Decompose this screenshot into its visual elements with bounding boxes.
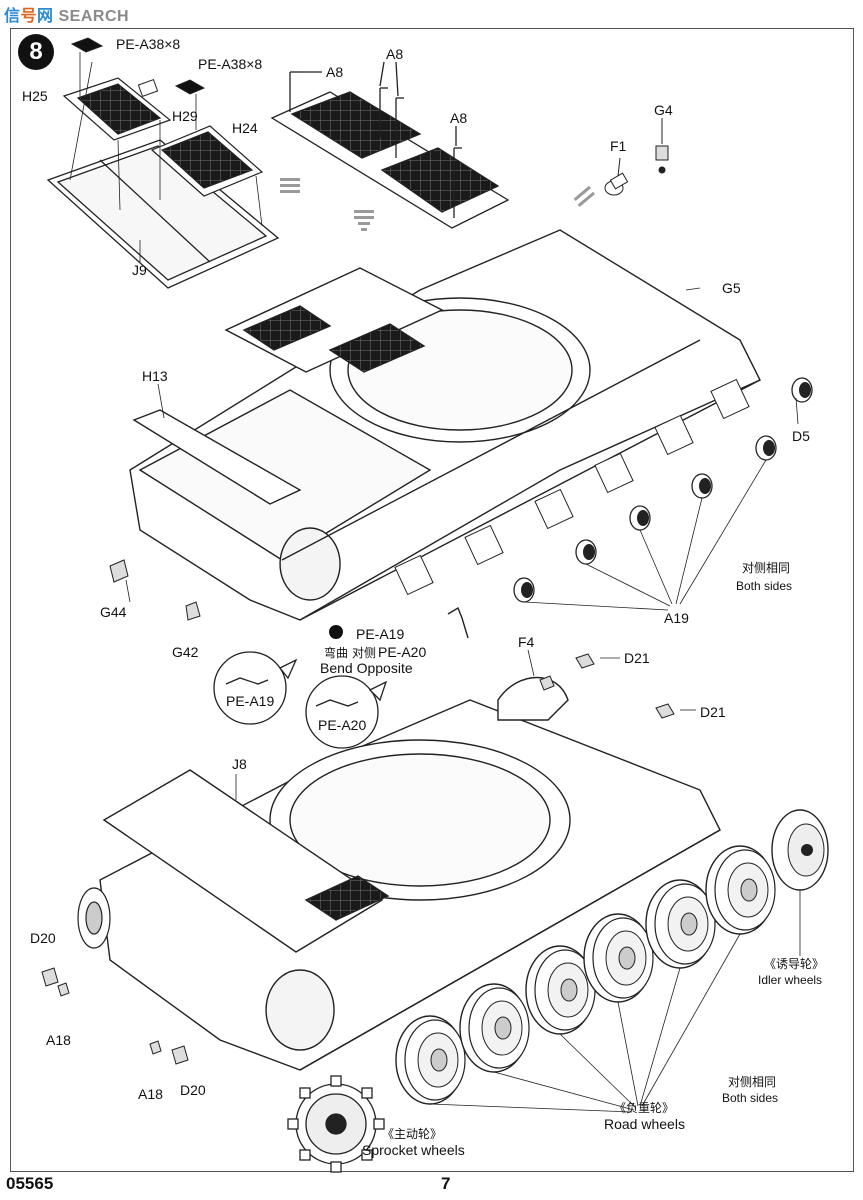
label-idler: Idler wheels [758, 973, 823, 987]
label-j8: J8 [232, 756, 247, 772]
label-h25: H25 [22, 88, 48, 104]
label-h29: H29 [172, 108, 198, 124]
label-f4: F4 [518, 634, 535, 650]
label-g4: G4 [654, 102, 673, 118]
label-a8-3: A8 [450, 110, 468, 126]
lower-hull [99, 676, 721, 1071]
label-bend-cn: 弯曲 [324, 646, 349, 660]
label-pe-a20: PE-A20 [378, 644, 427, 660]
label-h24: H24 [232, 120, 258, 136]
label-j9: J9 [132, 262, 147, 278]
part-d21-1 [575, 653, 595, 669]
upper-suspension [394, 377, 813, 603]
label-d5: D5 [792, 428, 810, 444]
label-bend-opposite: Bend Opposite [320, 660, 413, 676]
label-both-sides-cn-1: 对侧相同 [742, 561, 791, 575]
label-g44: G44 [100, 604, 127, 620]
label-both-sides-2: Both sides [722, 1091, 779, 1105]
label-a18-bottom: A18 [138, 1086, 163, 1102]
engine-deck-j9 [46, 139, 280, 289]
label-g42: G42 [172, 644, 199, 660]
label-sprocket: Sprocket wheels [362, 1142, 465, 1158]
label-d20-bottom: D20 [180, 1082, 206, 1098]
part-d20-bottom [171, 1045, 189, 1065]
part-a18-bottom [149, 1040, 162, 1055]
label-opposite-cn: 对侧 [352, 646, 377, 660]
part-f4 [539, 675, 555, 691]
label-f1: F1 [610, 138, 627, 154]
part-a18-left [57, 982, 70, 997]
label-a19: A19 [664, 610, 689, 626]
transition-arrow-3 [573, 185, 595, 207]
sprocket-wheel [287, 1075, 385, 1173]
label-sprocket-cn: 《主动轮》 [382, 1127, 443, 1141]
engine-deck-a8 [270, 91, 510, 229]
label-a8-2: A8 [386, 46, 404, 62]
label-both-sides-cn-2: 对侧相同 [728, 1075, 777, 1089]
part-d20-left [41, 967, 59, 987]
page-number: 7 [441, 1174, 451, 1193]
pe-a38-part-1 [70, 37, 104, 53]
part-g4 [655, 145, 669, 174]
label-both-sides-1: Both sides [736, 579, 793, 593]
label-d20-left: D20 [30, 930, 56, 946]
bubble-pe-a20-shape [305, 675, 388, 749]
label-road-cn: 《负重轮》 [614, 1101, 675, 1115]
part-g42 [185, 601, 201, 621]
label-pe-a19: PE-A19 [356, 626, 405, 642]
label-idler-cn: 《诱导轮》 [764, 957, 825, 971]
pe-a19-bracket [447, 606, 469, 639]
label-a18-left: A18 [46, 1032, 71, 1048]
label-a8-1: A8 [326, 64, 344, 80]
bubble-label-pe-a19: PE-A19 [226, 693, 275, 709]
grille-h24 [150, 125, 264, 197]
a8-handles [289, 61, 462, 218]
part-f1 [604, 172, 629, 196]
part-d21-2 [655, 703, 675, 719]
upper-hull [129, 229, 761, 621]
h29-part [137, 78, 159, 98]
bend-check-icon [329, 625, 343, 639]
label-d21-2: D21 [700, 704, 726, 720]
product-code: 05565 [6, 1174, 54, 1193]
watermark-logo: 信号网 SEARCH [4, 8, 130, 25]
label-road: Road wheels [604, 1116, 685, 1132]
label-h13: H13 [142, 368, 168, 384]
idler-wheel [771, 809, 829, 891]
bubble-pe-a19-shape [213, 651, 298, 725]
label-pe-a38-1: PE-A38×8 [116, 36, 181, 52]
label-d21-1: D21 [624, 650, 650, 666]
part-g44 [109, 559, 129, 583]
sprocket-front-small [77, 887, 111, 949]
page-frame [10, 28, 854, 1172]
label-g5: G5 [722, 280, 741, 296]
transition-arrow-2 [354, 210, 374, 231]
step-number-badge: 8 [18, 34, 54, 70]
grille-h25 [62, 77, 172, 141]
pe-a38-part-2 [174, 79, 206, 95]
bubble-label-pe-a20: PE-A20 [318, 717, 367, 733]
label-pe-a38-2: PE-A38×8 [198, 56, 263, 72]
transition-arrow-1 [280, 178, 300, 193]
